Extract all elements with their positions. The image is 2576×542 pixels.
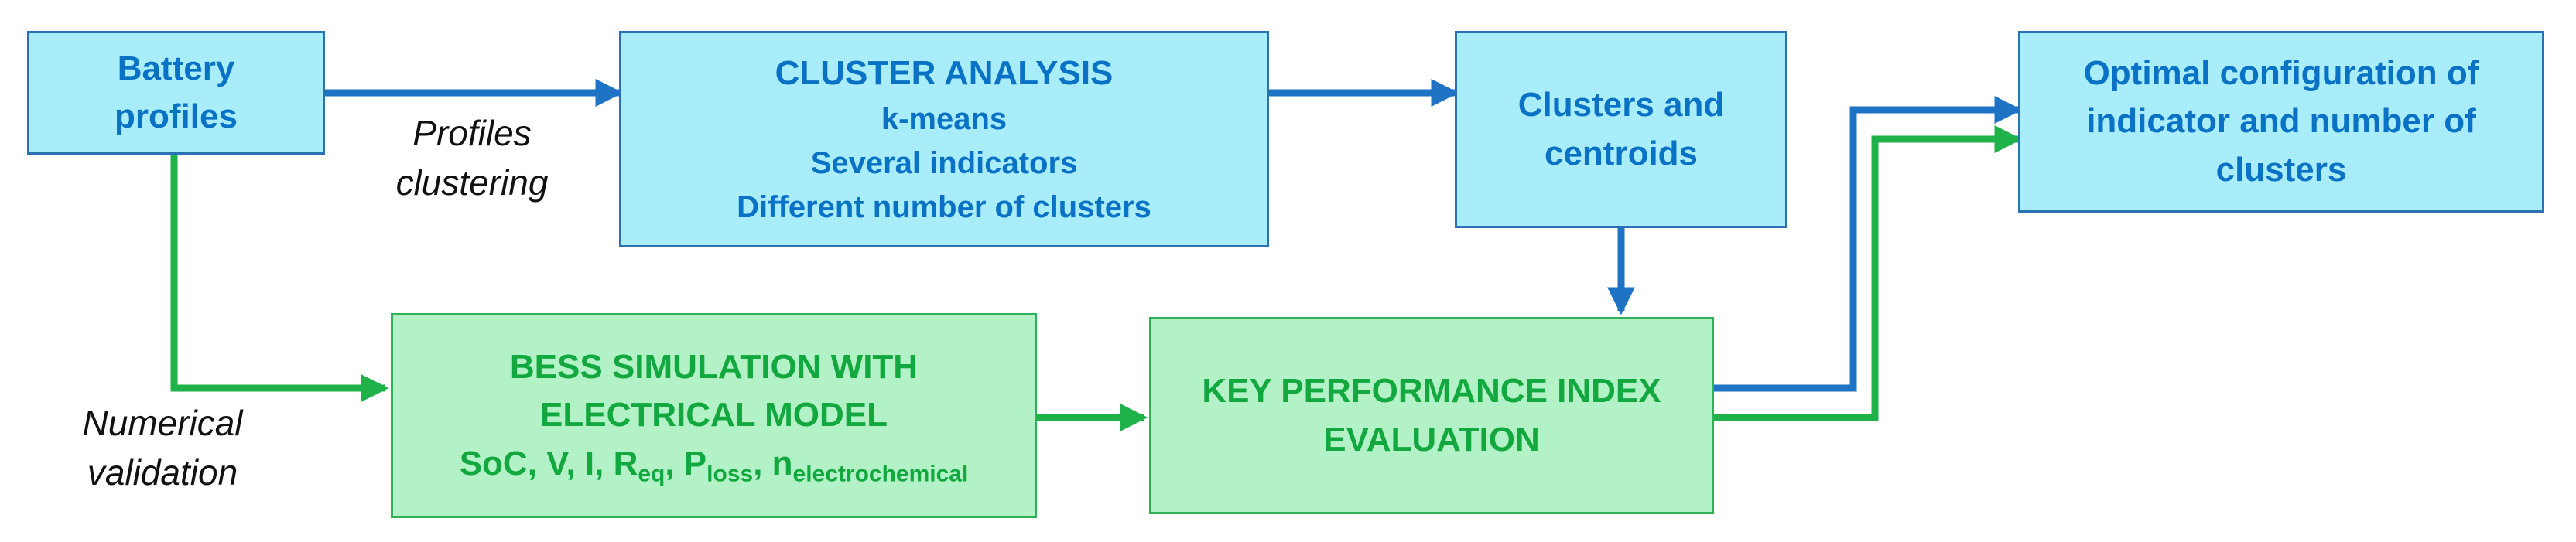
numerical-validation-line-2: validation — [87, 452, 238, 493]
clusters-line-1: Clusters and — [1517, 86, 1725, 124]
arrow-kpi-to-optimal-green — [1714, 125, 2023, 421]
cluster-analysis-line-4: Different number of clusters — [737, 189, 1151, 224]
kpi-line-2: EVALUATION — [1323, 420, 1540, 458]
clusters-line-2: centroids — [1544, 134, 1699, 172]
bess-line-1: BESS SIMULATION WITH — [509, 347, 919, 386]
arrow-battery-to-bess — [170, 155, 389, 402]
bess-var-main: SoC, V, I, R — [459, 444, 638, 482]
profiles-clustering-line-1: Profiles — [412, 113, 532, 153]
cluster-analysis-title: CLUSTER ANALYSIS — [775, 53, 1114, 92]
clusters-centroids-box: Clusters and centroids — [1455, 31, 1787, 228]
optimal-line-2: indicator and number of — [2086, 102, 2476, 141]
profiles-clustering-label: Profiles clustering — [364, 108, 580, 208]
battery-line-2: profiles — [115, 97, 238, 135]
bess-sub-electrochemical: electrochemical — [792, 461, 969, 487]
cluster-analysis-line-3: Several indicators — [810, 145, 1078, 180]
kpi-line-1: KEY PERFORMANCE INDEX — [1202, 372, 1661, 411]
numerical-validation-line-1: Numerical — [82, 403, 243, 443]
optimal-line-3: clusters — [2215, 150, 2347, 189]
bess-simulation-box: BESS SIMULATION WITH ELECTRICAL MODEL So… — [391, 313, 1037, 518]
battery-line-1: Battery — [117, 49, 235, 87]
bess-var-sep1: , P — [665, 444, 707, 482]
cluster-analysis-box: CLUSTER ANALYSIS k-means Several indicat… — [619, 31, 1269, 247]
cluster-analysis-line-2: k-means — [881, 102, 1007, 137]
numerical-validation-label: Numerical validation — [46, 398, 279, 498]
bess-sub-eq: eq — [638, 461, 665, 487]
bess-var-sep2: , n — [753, 444, 793, 482]
bess-variables: SoC, V, I, Req, Ploss, nelectrochemical — [460, 440, 969, 488]
battery-profiles-box: Battery profiles — [27, 31, 325, 155]
bess-line-2: ELECTRICAL MODEL — [540, 396, 888, 435]
bess-sub-loss: loss — [706, 461, 754, 487]
optimal-line-1: Optimal configuration of — [2083, 53, 2479, 92]
profiles-clustering-line-2: clustering — [395, 162, 549, 203]
kpi-evaluation-box: KEY PERFORMANCE INDEX EVALUATION — [1149, 317, 1714, 514]
arrow-kpi-to-optimal-blue — [1714, 96, 2023, 392]
optimal-configuration-box: Optimal configuration of indicator and n… — [2018, 31, 2544, 213]
